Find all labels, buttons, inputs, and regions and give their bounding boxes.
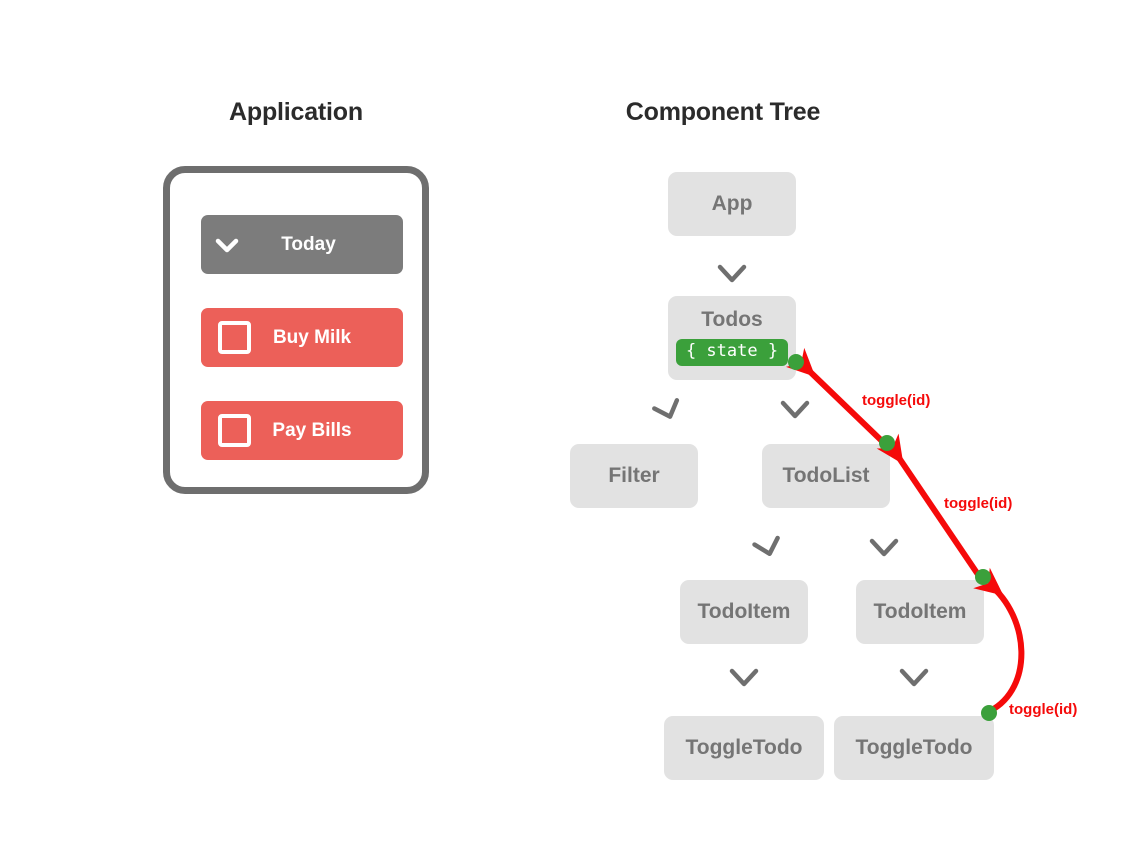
flow-label-todolist-to-todos: toggle(id) xyxy=(862,392,931,409)
tree-node-toggletodo-2[interactable]: ToggleTodo xyxy=(834,716,994,780)
todo-group-label: Today xyxy=(281,233,336,255)
tree-node-app[interactable]: App xyxy=(668,172,796,236)
checkbox-unchecked-icon[interactable] xyxy=(218,414,251,447)
flow-arrow-todoitem-to-todolist xyxy=(876,433,982,578)
state-badge: { state } xyxy=(675,339,789,366)
tree-node-label: TodoItem xyxy=(873,600,967,623)
todo-group-header-today[interactable]: Today xyxy=(201,215,403,274)
chevron-down-connector-todolist-item1 xyxy=(752,535,780,557)
todo-item-pay-bills[interactable]: Pay Bills xyxy=(201,401,403,460)
tree-node-label: TodoList xyxy=(782,464,870,487)
tree-node-label: App xyxy=(711,192,753,215)
tree-node-todolist[interactable]: TodoList xyxy=(762,444,890,508)
flow-label-todoitem-to-todolist: toggle(id) xyxy=(944,495,1013,512)
chevron-down-connector-todos-filter xyxy=(652,398,680,419)
chevron-down-connector-todos-todolist xyxy=(780,400,810,419)
tree-node-label: TodoItem xyxy=(697,600,791,623)
tree-node-label: ToggleTodo xyxy=(855,736,973,759)
application-phone-frame: Today Buy Milk Pay Bills xyxy=(163,166,429,494)
chevron-down-connector-todolist-item2 xyxy=(869,538,899,557)
flow-arrow-toggletodo-to-todoitem xyxy=(973,567,1025,714)
tree-node-label: Todos xyxy=(701,308,763,331)
tree-node-todoitem-1[interactable]: TodoItem xyxy=(680,580,808,644)
chevron-down-connector-item1-toggle1 xyxy=(729,668,759,687)
flow-label-toggletodo-to-todoitem: toggle(id) xyxy=(1009,701,1078,718)
tree-node-toggletodo-1[interactable]: ToggleTodo xyxy=(664,716,824,780)
chevron-down-connector-app-todos xyxy=(717,264,747,283)
chevron-down-connector-item2-toggle2 xyxy=(899,668,929,687)
tree-node-label: ToggleTodo xyxy=(685,736,803,759)
tree-node-label: Filter xyxy=(608,464,660,487)
tree-node-todos[interactable]: Todos { state } xyxy=(668,296,796,380)
todo-item-label: Buy Milk xyxy=(272,326,352,348)
application-panel-title: Application xyxy=(229,98,363,126)
tree-node-todoitem-2[interactable]: TodoItem xyxy=(856,580,984,644)
todo-item-label: Pay Bills xyxy=(272,419,352,441)
tree-node-filter[interactable]: Filter xyxy=(570,444,698,508)
checkbox-unchecked-icon[interactable] xyxy=(218,321,251,354)
component-tree-panel-title: Component Tree xyxy=(625,98,821,126)
chevron-down-icon xyxy=(215,238,239,252)
todo-item-buy-milk[interactable]: Buy Milk xyxy=(201,308,403,367)
